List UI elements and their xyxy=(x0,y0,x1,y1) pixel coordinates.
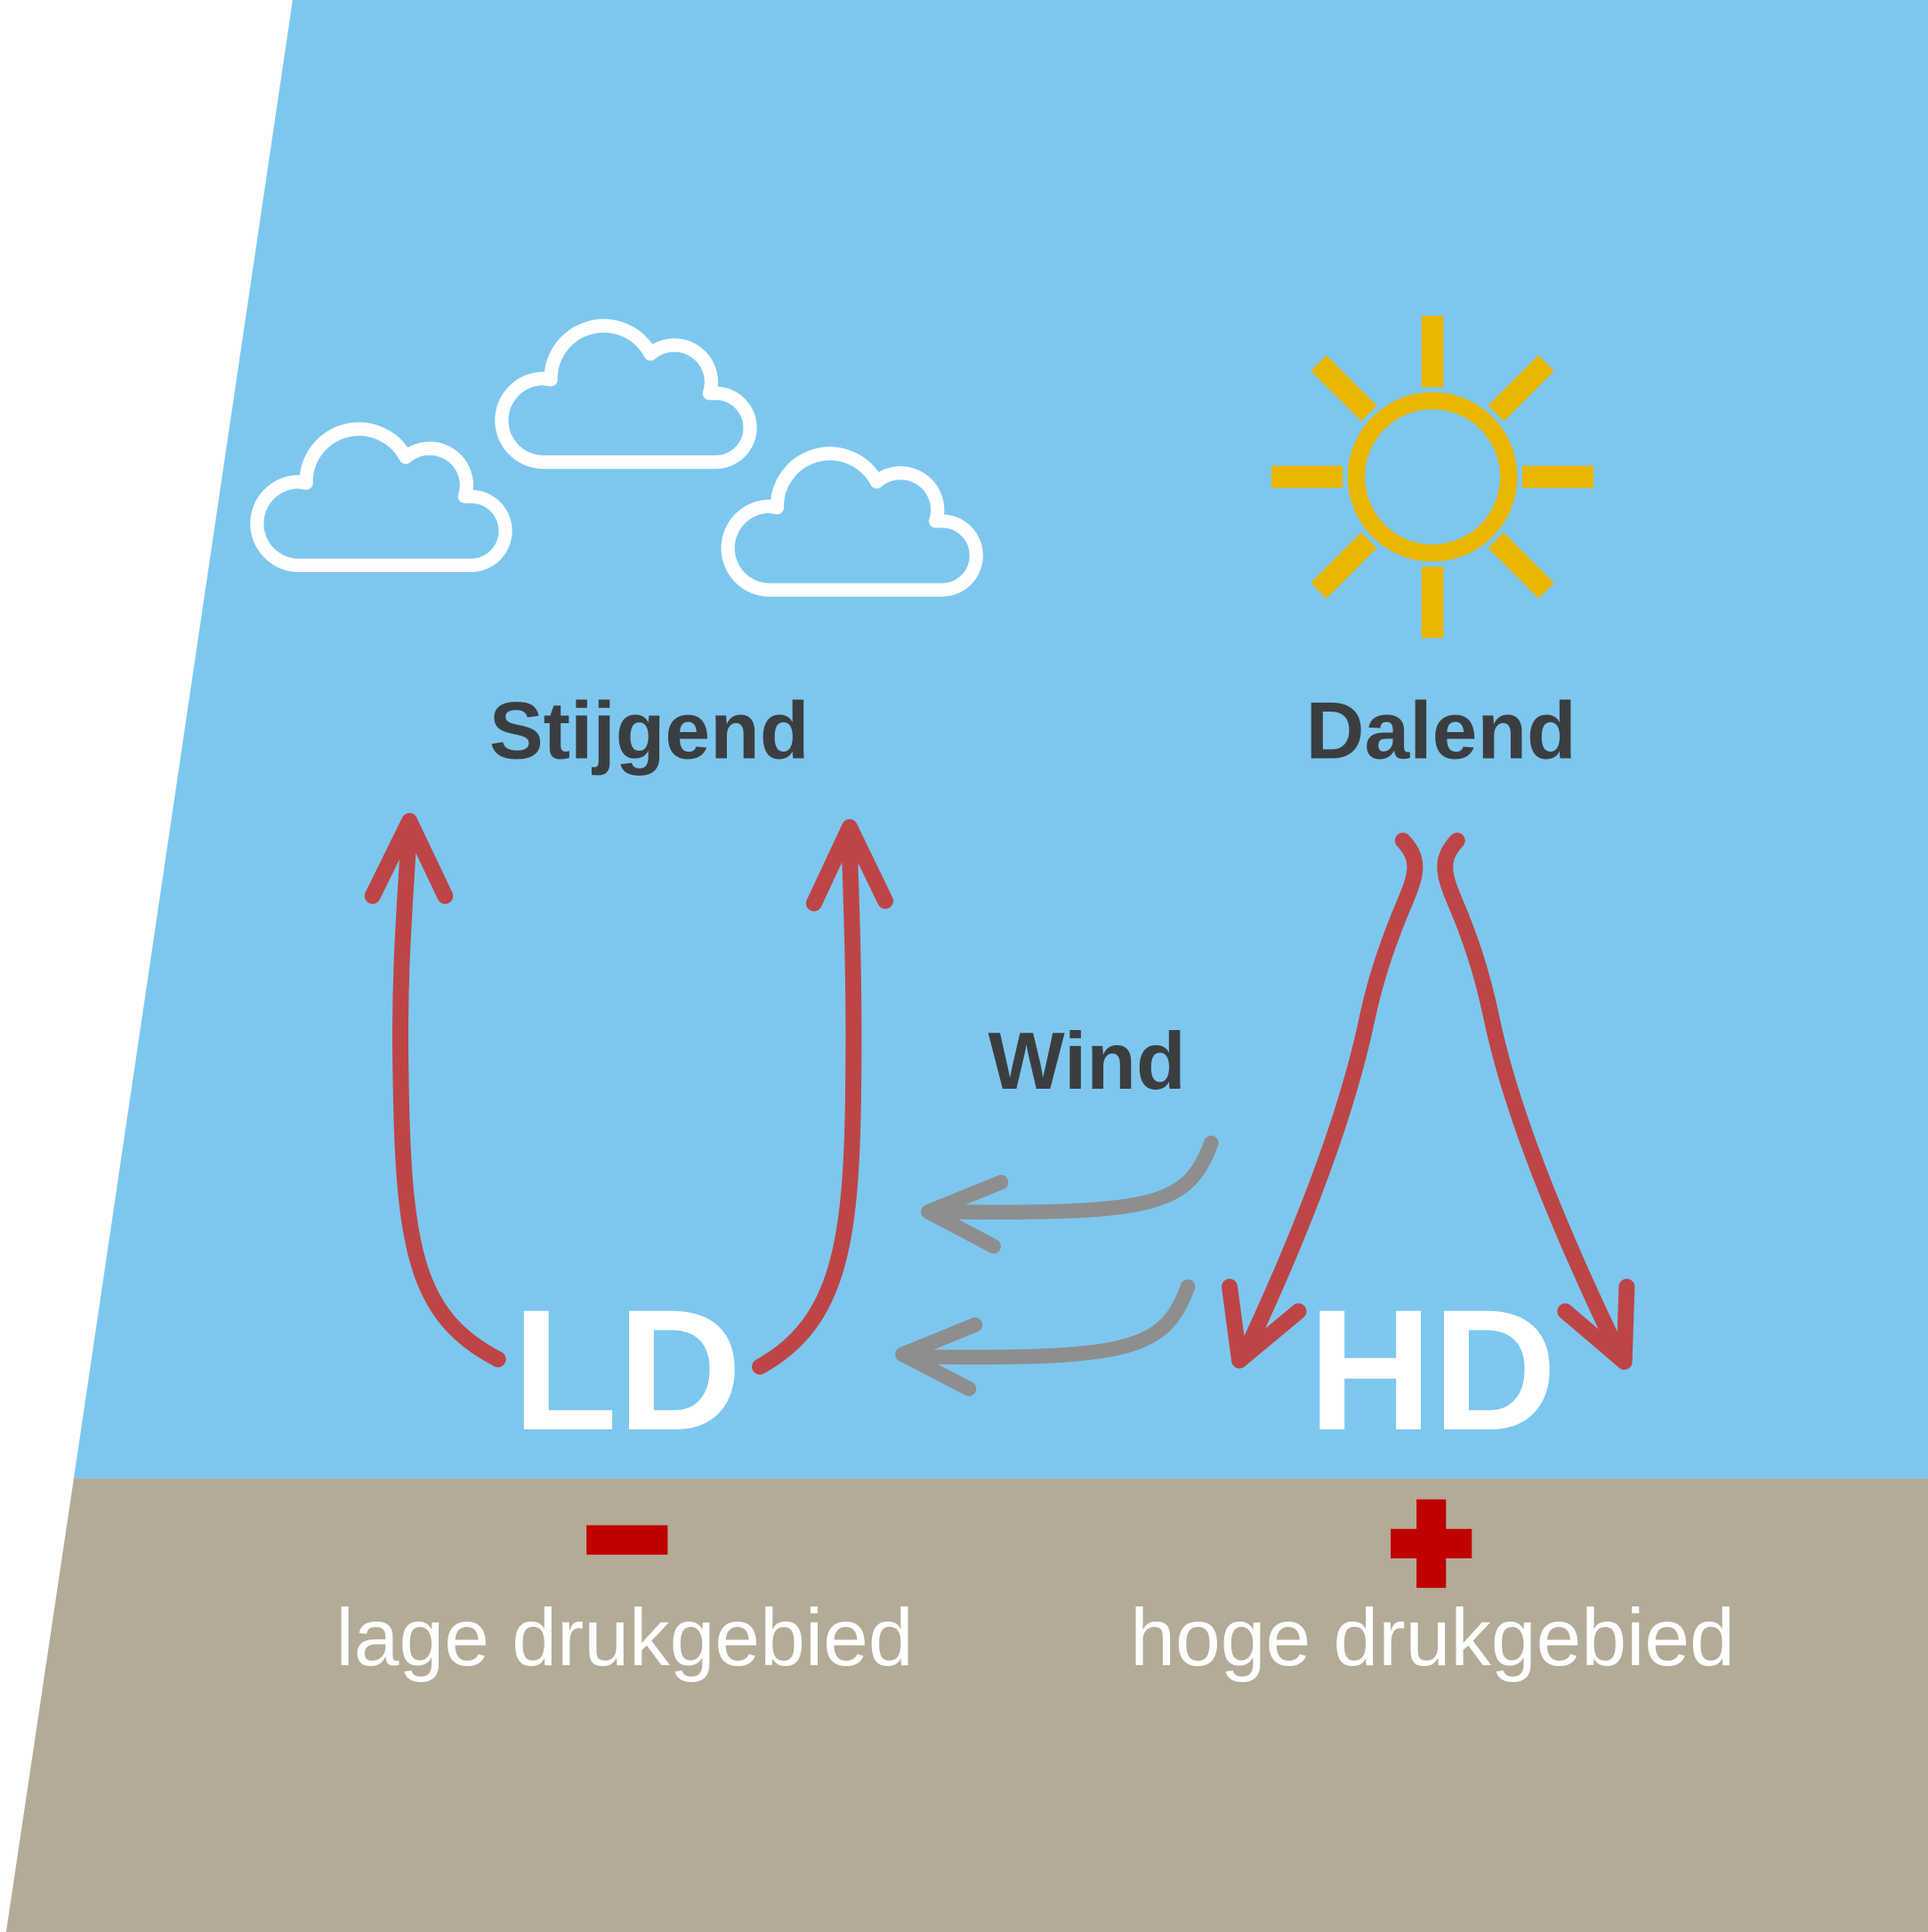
arrow-head xyxy=(364,812,454,905)
sun-ray xyxy=(1488,532,1554,599)
rising-label: Stijgend xyxy=(489,686,810,777)
arrow-shaft xyxy=(929,1135,1219,1220)
sinking-label: Dalend xyxy=(1306,686,1577,777)
sinking-air-arrow-left xyxy=(1222,833,1424,1369)
rising-air-arrow-left xyxy=(364,812,506,1368)
low-pressure-area-label: lage drukgebied xyxy=(336,1592,914,1683)
high-pressure-area-label: hoge drukgebied xyxy=(1130,1592,1735,1683)
arrow-head xyxy=(1557,1278,1635,1370)
ground-area xyxy=(5,1478,1928,1932)
plus-icon xyxy=(1391,1499,1472,1589)
arrow-head xyxy=(895,1317,983,1397)
rising-air-arrow-right xyxy=(752,818,894,1375)
arrow-head xyxy=(805,818,894,912)
sky-area xyxy=(73,0,1928,1479)
sun-icon xyxy=(1271,316,1594,639)
minus-icon xyxy=(586,1525,668,1555)
low-pressure-label: LD xyxy=(512,1274,742,1466)
wind-label: Wind xyxy=(988,1016,1186,1107)
arrow-shaft xyxy=(905,1279,1196,1365)
wind-arrow-upper xyxy=(921,1135,1219,1254)
arrow-head xyxy=(1222,1278,1307,1369)
arrow-shaft xyxy=(1237,833,1424,1360)
sun-ray xyxy=(1488,355,1554,422)
high-pressure-label: HD xyxy=(1308,1274,1556,1466)
arrow-shaft xyxy=(392,837,506,1368)
arrow-shaft xyxy=(1437,833,1626,1360)
sun-disc xyxy=(1347,391,1518,562)
sun-rays xyxy=(1271,316,1594,639)
wind-arrow-lower xyxy=(895,1279,1196,1397)
sun-ray xyxy=(1311,355,1377,422)
plus-bar-vertical xyxy=(1416,1499,1447,1589)
sinking-air-arrow-right xyxy=(1437,833,1635,1370)
arrow-head xyxy=(921,1174,1009,1254)
sun-ray xyxy=(1311,532,1377,599)
arrow-shaft xyxy=(752,840,862,1375)
